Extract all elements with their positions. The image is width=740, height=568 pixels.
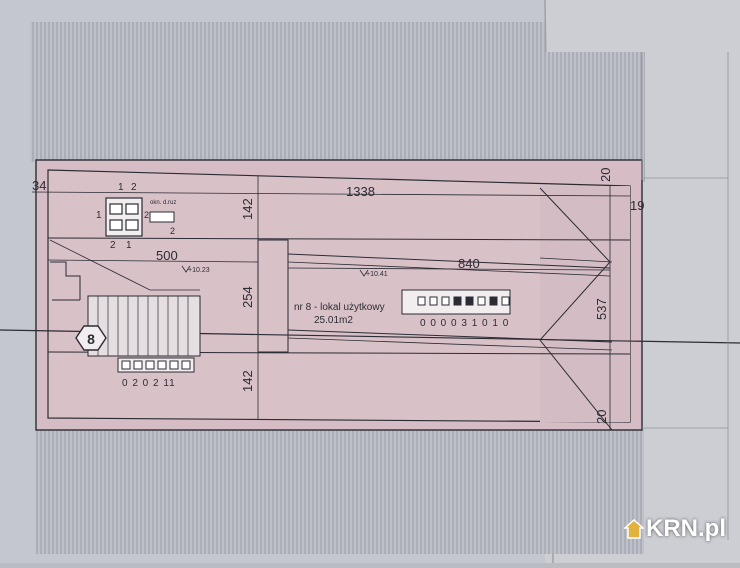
stair-flight — [87, 295, 201, 357]
window-cells — [109, 203, 139, 231]
beam-line-top — [287, 253, 611, 269]
room-code: 0 0 0 0 3 1 0 1 0 — [420, 318, 509, 329]
dim-line-total — [31, 191, 631, 197]
dim-right-edge-side: 19 — [630, 198, 644, 213]
window-top-label-2: 2 — [131, 182, 137, 193]
dim-line-corridor — [287, 267, 611, 271]
small-window-box — [149, 211, 175, 223]
stair-number-badge — [75, 325, 107, 351]
stair-treads — [97, 296, 189, 356]
dim-right-edge-top: 20 — [598, 168, 613, 182]
dim-right-edge-bottom: 20 — [594, 410, 609, 424]
roof-slope-edge — [539, 257, 613, 263]
dim-top-strip: 142 — [240, 198, 255, 220]
dim-corridor-length: 840 — [458, 256, 480, 271]
stair-diagonal — [49, 239, 200, 291]
house-icon — [624, 519, 644, 539]
small-window-right: 2 — [170, 226, 175, 236]
room-area: 25.01m2 — [314, 315, 353, 326]
wall-line-upper — [47, 237, 631, 241]
dim-room-width: 537 — [594, 298, 609, 320]
room-level: +10.41 — [366, 271, 388, 278]
dim-left-edge: 34 — [32, 178, 46, 193]
stair-landing — [50, 261, 81, 300]
dim-bottom-strip: 142 — [240, 370, 255, 392]
window-bottom-label-2: 1 — [126, 240, 132, 251]
beam-line-bottom-2 — [287, 337, 613, 351]
stair-code-cells — [121, 360, 191, 370]
roof-hatch-bottom-left — [36, 428, 544, 554]
stair-code: 0 2 0 2 11 — [122, 378, 176, 389]
dim-stair-length: 500 — [156, 248, 178, 263]
watermark: KRN.pl — [624, 515, 726, 543]
watermark-text: KRN.pl — [646, 515, 726, 542]
room-name: nr 8 - lokal użytkowy — [294, 302, 385, 313]
window-top-label-1: 1 — [118, 182, 124, 193]
room-level-marker — [359, 269, 369, 277]
roof-hatch-top-left — [30, 22, 545, 162]
dim-total-length: 1338 — [346, 184, 375, 199]
stair-level-marker — [181, 265, 191, 273]
dim-middle-strip: 254 — [240, 286, 255, 308]
small-window-label: okn. d.ruz — [150, 200, 176, 206]
stair-level: +10.23 — [188, 267, 210, 274]
roof-slope-lines — [539, 187, 613, 431]
room-code-cells — [417, 296, 510, 306]
window-bottom-label-1: 2 — [110, 240, 116, 251]
right-zone — [540, 186, 630, 422]
window-side-label: 1 — [96, 210, 102, 221]
stair-number: 8 — [87, 331, 95, 347]
small-window-left: 2 — [144, 210, 149, 220]
dim-line-stair — [47, 259, 259, 263]
